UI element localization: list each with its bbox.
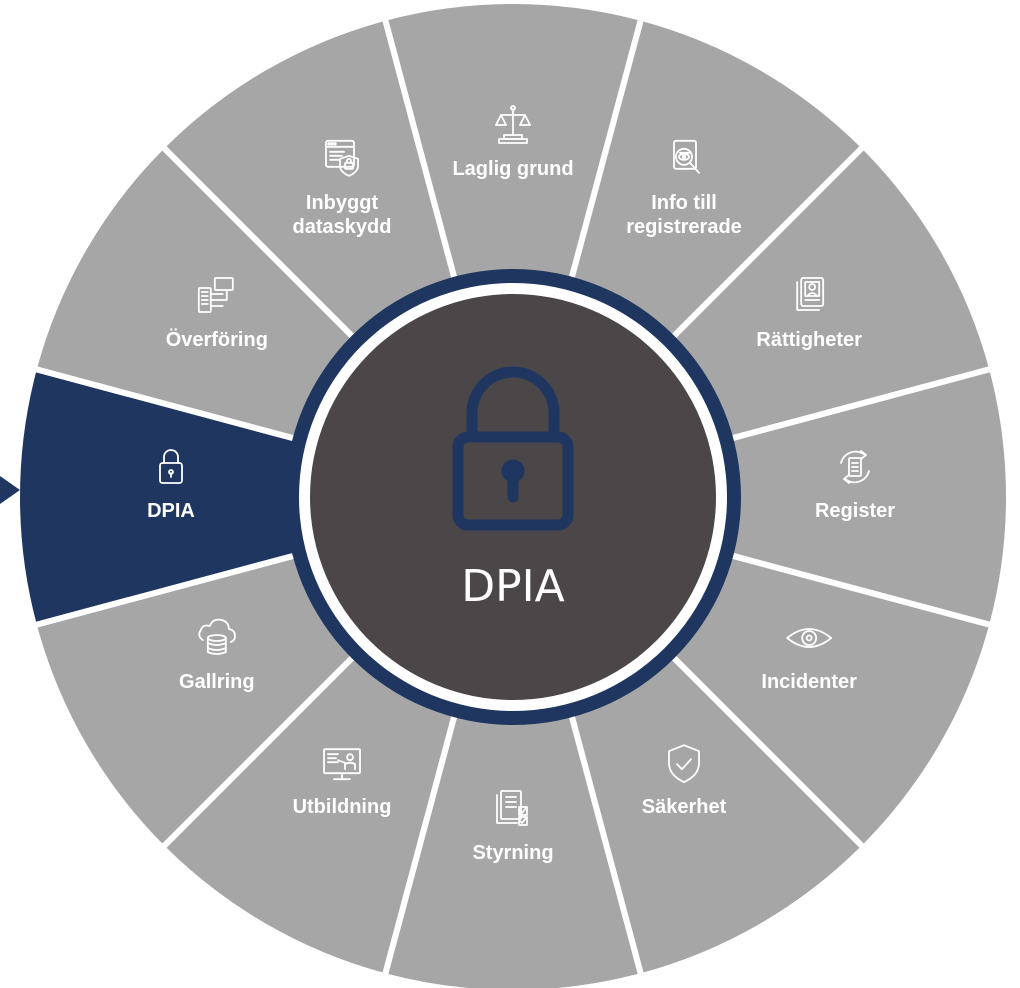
segment-dpia-label: DPIA (147, 500, 195, 522)
segment-sakerhet-label: Säkerhet (642, 796, 727, 818)
scales-icon (495, 105, 531, 144)
segment-utbildning-label: Utbildning (293, 796, 392, 818)
segment-styrning-label: Styrning (472, 842, 553, 864)
id-document-icon (796, 277, 825, 311)
segment-inbyggt-label: dataskydd (293, 216, 392, 238)
center-title: DPIA (461, 561, 565, 612)
network-icon (197, 277, 234, 313)
segment-rattigheter-label: Rättigheter (756, 329, 862, 351)
segment-gallring-label: Gallring (179, 671, 255, 693)
segment-overforing-label: Överföring (166, 328, 268, 351)
segment-laglig-grund-label: Laglig grund (452, 158, 573, 180)
presentation-icon (323, 748, 361, 781)
padlock-icon (159, 449, 183, 484)
eye-icon (786, 628, 833, 648)
cloud-database-icon (198, 618, 236, 655)
document-eye-icon (673, 139, 700, 174)
segment-register-label: Register (815, 500, 895, 522)
shield-check-icon (668, 744, 700, 784)
checklist-icon (496, 790, 528, 826)
segment-info-label: Info till (651, 192, 717, 214)
cycle-document-icon (840, 450, 870, 484)
browser-lock-icon (325, 139, 359, 177)
segment-info-label: registrerade (626, 216, 742, 238)
center-padlock-icon (452, 366, 574, 531)
pointer-arrow-icon (0, 476, 20, 504)
segment-inbyggt-label: Inbyggt (306, 192, 379, 214)
segment-incidenter-label: Incidenter (761, 671, 857, 693)
